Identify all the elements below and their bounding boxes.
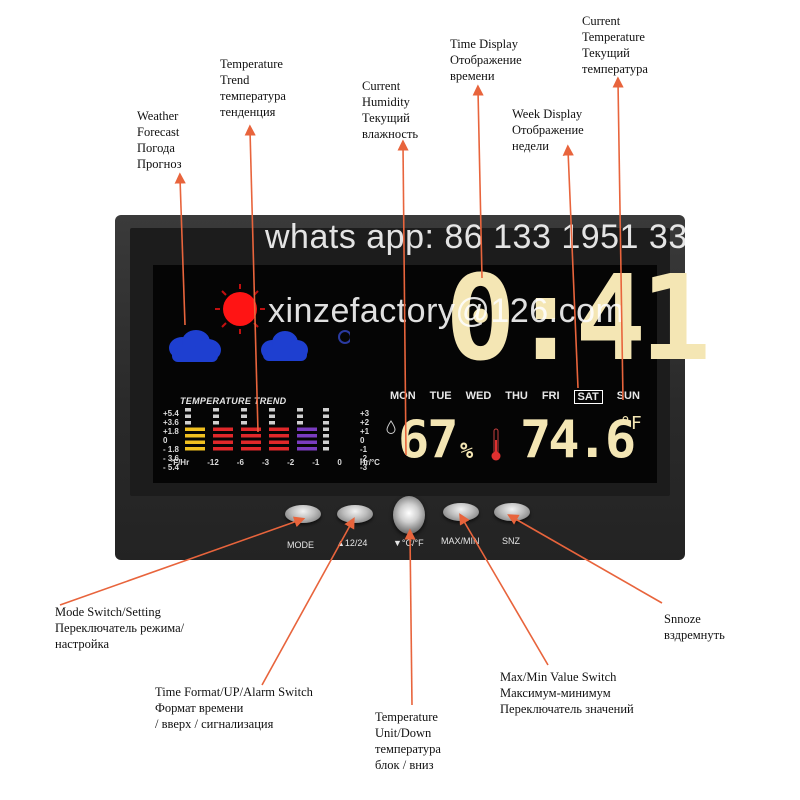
trend-segment [185,440,205,444]
cloud-icon [261,331,308,361]
day-sat-selected: SAT [573,390,603,404]
sun-icon [215,284,265,334]
trend-scale-left: +5.4 +3.6 +1.8 0 - 1.8 - 3.6 - 5.4 [163,409,180,472]
day-mon: MON [390,390,416,402]
watermark-whatsapp: whats app: 86 133 1951 3312 [265,218,727,256]
maxmin-button-label: MAX/MIN [441,536,480,546]
trend-segment [185,421,191,425]
snooze-button[interactable] [494,503,530,521]
trend-segment [213,440,233,444]
trend-segment [269,440,289,444]
trend-segment [241,434,261,438]
weather-forecast-icons [169,284,350,362]
trend-segment [297,447,317,451]
day-thu: THU [505,390,528,402]
trend-segment [297,440,317,444]
trend-segment [269,414,275,418]
humidity-unit: % [460,439,474,464]
humidity-value: 67 [398,410,459,470]
unit-button[interactable] [393,496,425,534]
trend-segment [297,408,303,412]
trend-segment [269,447,289,451]
trend-segment [241,447,261,451]
temperature-unit: °F [620,413,642,434]
trend-segment [297,414,303,418]
moon-icon [338,330,350,344]
day-sun: SUN [616,390,640,402]
humidity-drop-icon [386,420,396,434]
trend-segment [269,427,289,431]
temperature-value: 74.6 [520,410,636,470]
trend-segment [323,427,329,431]
trend-segment [269,434,289,438]
trend-segment [213,421,219,425]
trend-segment [297,427,317,431]
time-format-button[interactable] [337,505,373,523]
trend-segment [213,414,219,418]
trend-segment [213,427,233,431]
trend-segment [185,427,205,431]
trend-segment [297,434,317,438]
trend-unit-f: °F/Hr [170,458,190,467]
trend-segment [323,447,329,451]
trend-segment [241,427,261,431]
trend-segment [213,447,233,451]
trend-segment [323,421,329,425]
trend-segment [185,408,191,412]
trend-segment [269,408,275,412]
trend-segment [323,414,329,418]
trend-segment [213,434,233,438]
trend-hours: °F/Hr -12 -6 -3 -2 -1 0 Hr/°C [170,458,380,467]
watermark-email: xinzefactory@126.com [268,292,625,330]
mode-button-label: MODE [287,540,314,550]
trend-bars [185,408,329,451]
day-tue: TUE [429,390,452,402]
mode-button[interactable] [285,505,321,523]
trend-segment [241,408,247,412]
trend-segment [241,421,247,425]
trend-segment [297,421,303,425]
trend-segment [269,421,275,425]
trend-segment [185,414,191,418]
cloud-icon [169,330,221,362]
week-display: MON TUE WED THU FRI SAT SUN [390,390,640,404]
trend-segment [241,440,261,444]
snooze-button-label: SNZ [502,536,520,546]
trend-segment [185,434,205,438]
trend-segment [213,408,219,412]
thermometer-icon [491,428,501,461]
trend-segment [323,434,329,438]
day-fri: FRI [541,390,560,402]
trend-title: TEMPERATURE TREND [180,396,287,406]
trend-segment [323,440,329,444]
trend-segment [241,414,247,418]
day-wed: WED [465,390,492,402]
trend-unit-c: Hr/°C [359,458,380,467]
maxmin-button[interactable] [443,503,479,521]
trend-segment [185,447,205,451]
trend-scale-right: +3 +2 +1 0 -1 -2 -3 [360,409,370,472]
time-format-button-label: ▲12/24 [336,538,368,548]
trend-segment [323,408,329,412]
unit-button-label: ▼°C/°F [393,538,424,548]
